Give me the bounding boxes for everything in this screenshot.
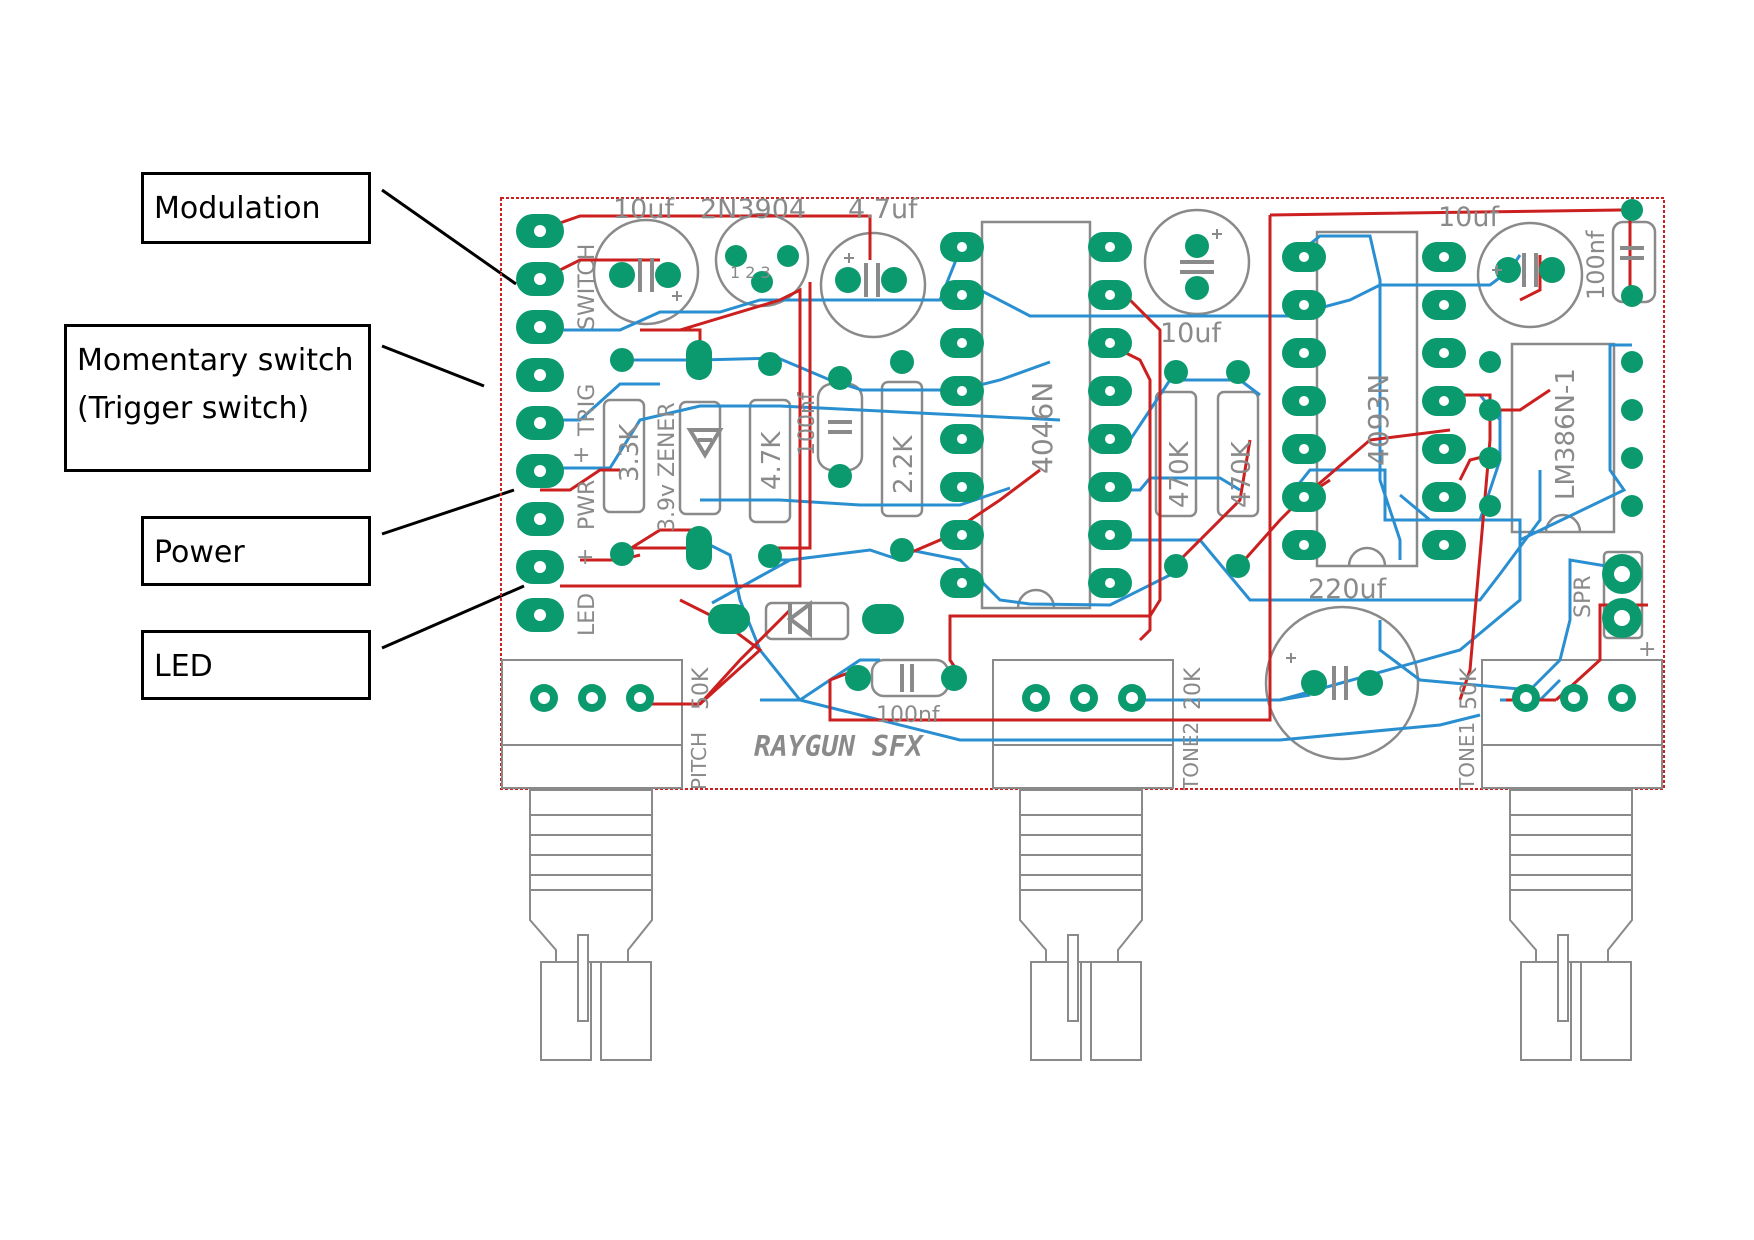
label-r-2-2k: 2.2K bbox=[889, 435, 919, 494]
label-pot-pitch-name: PITCH bbox=[687, 732, 711, 790]
callout-momentary-switch: Momentary switch (Trigger switch) bbox=[64, 324, 371, 472]
label-c-220uf: 220uf bbox=[1308, 574, 1388, 605]
pot-tone1-shaft bbox=[1509, 789, 1633, 1061]
callout-modulation: Modulation bbox=[141, 172, 371, 244]
label-c-100nf-bottom: 100nf bbox=[876, 703, 941, 728]
callout-power-text: Power bbox=[154, 535, 245, 570]
label-r-470k-b: 470K bbox=[1227, 440, 1257, 508]
label-pot-tone1-val: 50K bbox=[1457, 667, 1482, 710]
label-pot-tone2-val: 20K bbox=[1181, 667, 1206, 710]
label-c-10uf-top: 10uf bbox=[613, 194, 675, 225]
label-header-plus3: + bbox=[1638, 637, 1656, 662]
label-header-led: LED bbox=[575, 593, 600, 636]
label-pot-tone2-name: TONE2 bbox=[1179, 722, 1203, 791]
label-transistor: 2N3904 bbox=[700, 194, 806, 225]
label-header-pwr: PWR bbox=[575, 480, 600, 530]
cap-symbols bbox=[638, 246, 1644, 700]
label-c-10uf-right: 10uf bbox=[1438, 202, 1500, 233]
pot-tone2-shaft bbox=[1019, 789, 1143, 1061]
label-ic-4046: 4046N bbox=[1026, 382, 1059, 474]
label-pot-tone1-name: TONE1 bbox=[1455, 722, 1479, 791]
callout-led-text: LED bbox=[154, 649, 213, 684]
label-c-4-7uf: 4.7uf bbox=[848, 194, 919, 225]
callout-momentary-line2: (Trigger switch) bbox=[77, 391, 310, 426]
label-header-switch: SWITCH bbox=[575, 244, 600, 330]
label-r-3-3k: 3.3K bbox=[615, 423, 645, 482]
callout-power: Power bbox=[141, 516, 371, 586]
polarity-marks bbox=[672, 229, 1502, 663]
label-r-470k-a: 470K bbox=[1165, 440, 1195, 508]
pot-housings bbox=[501, 659, 1663, 789]
leader-modulation bbox=[381, 188, 517, 286]
label-zener: 3.9v ZENER bbox=[655, 402, 680, 532]
pcb-labels: 10uf 2N3904 1 2 3 4.7uf 10uf 10uf 220uf … bbox=[572, 194, 1656, 791]
leader-power bbox=[381, 488, 515, 536]
label-transistor-pins: 1 2 3 bbox=[730, 263, 771, 282]
pad-holes bbox=[534, 225, 1630, 704]
label-pot-pitch-val: 50K bbox=[689, 667, 714, 710]
label-spr: SPR bbox=[1571, 575, 1596, 618]
label-c-100nf-mid: 100nf bbox=[795, 391, 820, 456]
leader-momentary bbox=[381, 344, 485, 388]
label-c-100nf-right: 100nf bbox=[1582, 230, 1610, 300]
label-ic-4093: 4093N bbox=[1362, 374, 1395, 466]
callout-momentary-line1: Momentary switch bbox=[77, 343, 354, 378]
leader-led bbox=[381, 584, 525, 650]
label-header-plus2: + bbox=[576, 545, 594, 570]
label-c-10uf-mid: 10uf bbox=[1160, 318, 1222, 349]
label-brand: RAYGUN SFX bbox=[754, 730, 925, 763]
callout-led: LED bbox=[141, 630, 371, 700]
label-ic-lm386: LM386N-1 bbox=[1551, 368, 1581, 500]
label-header-trig: TRIG bbox=[575, 384, 600, 437]
label-header-plus1: + bbox=[572, 443, 590, 468]
callout-modulation-text: Modulation bbox=[154, 191, 321, 226]
pot-pitch-shaft bbox=[529, 789, 653, 1061]
label-r-4-7k: 4.7K bbox=[757, 431, 787, 490]
